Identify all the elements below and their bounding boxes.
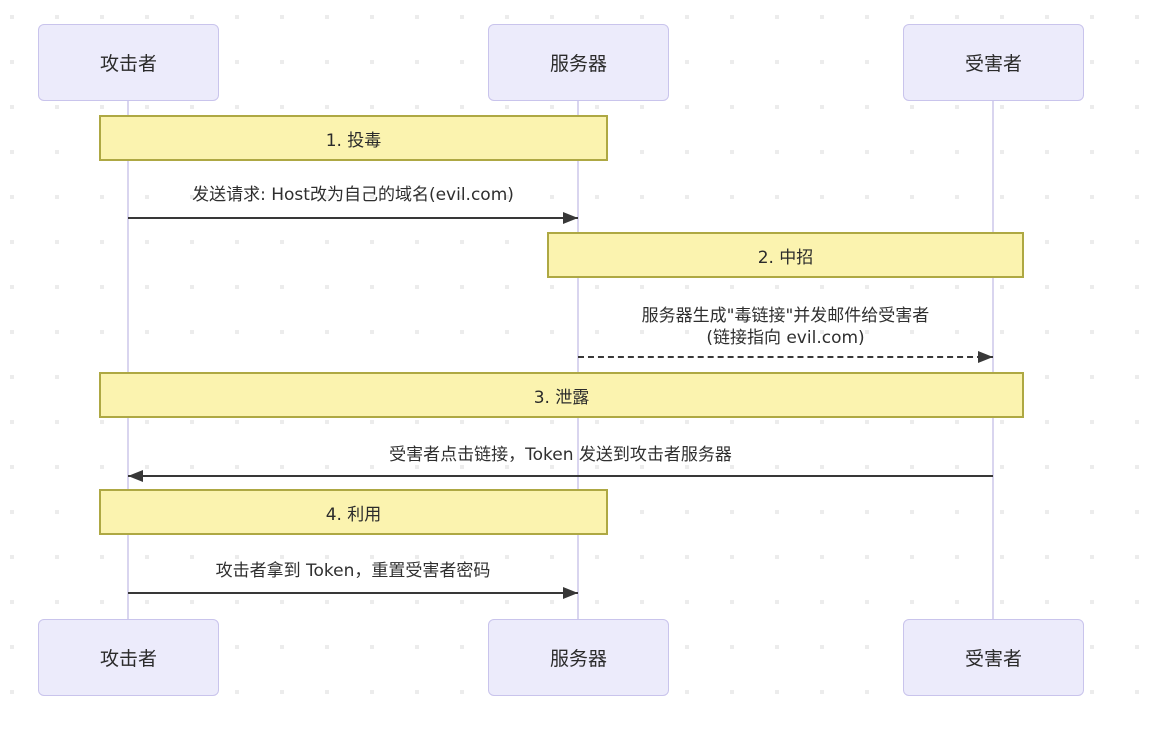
message-2-label: 服务器生成"毒链接"并发邮件给受害者 (链接指向 evil.com) xyxy=(578,305,993,349)
arrowhead-right-icon xyxy=(978,351,993,363)
actor-box-server-top: 服务器 xyxy=(488,24,669,101)
phase-note-2: 2. 中招 xyxy=(547,232,1024,278)
arrowhead-right-icon xyxy=(563,212,578,224)
actor-label: 受害者 xyxy=(964,53,1022,75)
phase-note-3: 3. 泄露 xyxy=(99,372,1024,418)
message-2-line2: (链接指向 evil.com) xyxy=(706,328,865,348)
phase-note-label: 3. 泄露 xyxy=(533,387,590,408)
lifeline-attacker xyxy=(127,101,129,619)
message-1-label: 发送请求: Host改为自己的域名(evil.com) xyxy=(192,185,514,205)
actor-label: 服务器 xyxy=(549,648,607,670)
actor-box-server-bottom: 服务器 xyxy=(488,619,669,696)
message-2-line1: 服务器生成"毒链接"并发邮件给受害者 xyxy=(641,306,930,326)
actor-box-attacker-bottom: 攻击者 xyxy=(38,619,219,696)
lifeline-server xyxy=(577,101,579,619)
phase-note-label: 2. 中招 xyxy=(757,247,814,268)
actor-box-victim-top: 受害者 xyxy=(903,24,1084,101)
message-3-arrow-line xyxy=(128,475,993,477)
message-4-label: 攻击者拿到 Token，重置受害者密码 xyxy=(215,561,491,581)
arrowhead-left-icon xyxy=(128,470,143,482)
actor-label: 攻击者 xyxy=(99,648,157,670)
phase-note-label: 1. 投毒 xyxy=(325,130,382,151)
message-2-arrow-line xyxy=(578,356,993,358)
phase-note-4: 4. 利用 xyxy=(99,489,608,535)
actor-label: 攻击者 xyxy=(99,53,157,75)
lifeline-victim xyxy=(992,101,994,619)
phase-note-label: 4. 利用 xyxy=(325,504,382,525)
actor-label: 服务器 xyxy=(549,53,607,75)
message-1-arrow-line xyxy=(128,217,578,219)
actor-label: 受害者 xyxy=(964,648,1022,670)
phase-note-1: 1. 投毒 xyxy=(99,115,608,161)
actor-box-victim-bottom: 受害者 xyxy=(903,619,1084,696)
actor-box-attacker-top: 攻击者 xyxy=(38,24,219,101)
message-4-arrow-line xyxy=(128,592,578,594)
arrowhead-right-icon xyxy=(563,587,578,599)
message-3-label: 受害者点击链接，Token 发送到攻击者服务器 xyxy=(389,445,732,465)
